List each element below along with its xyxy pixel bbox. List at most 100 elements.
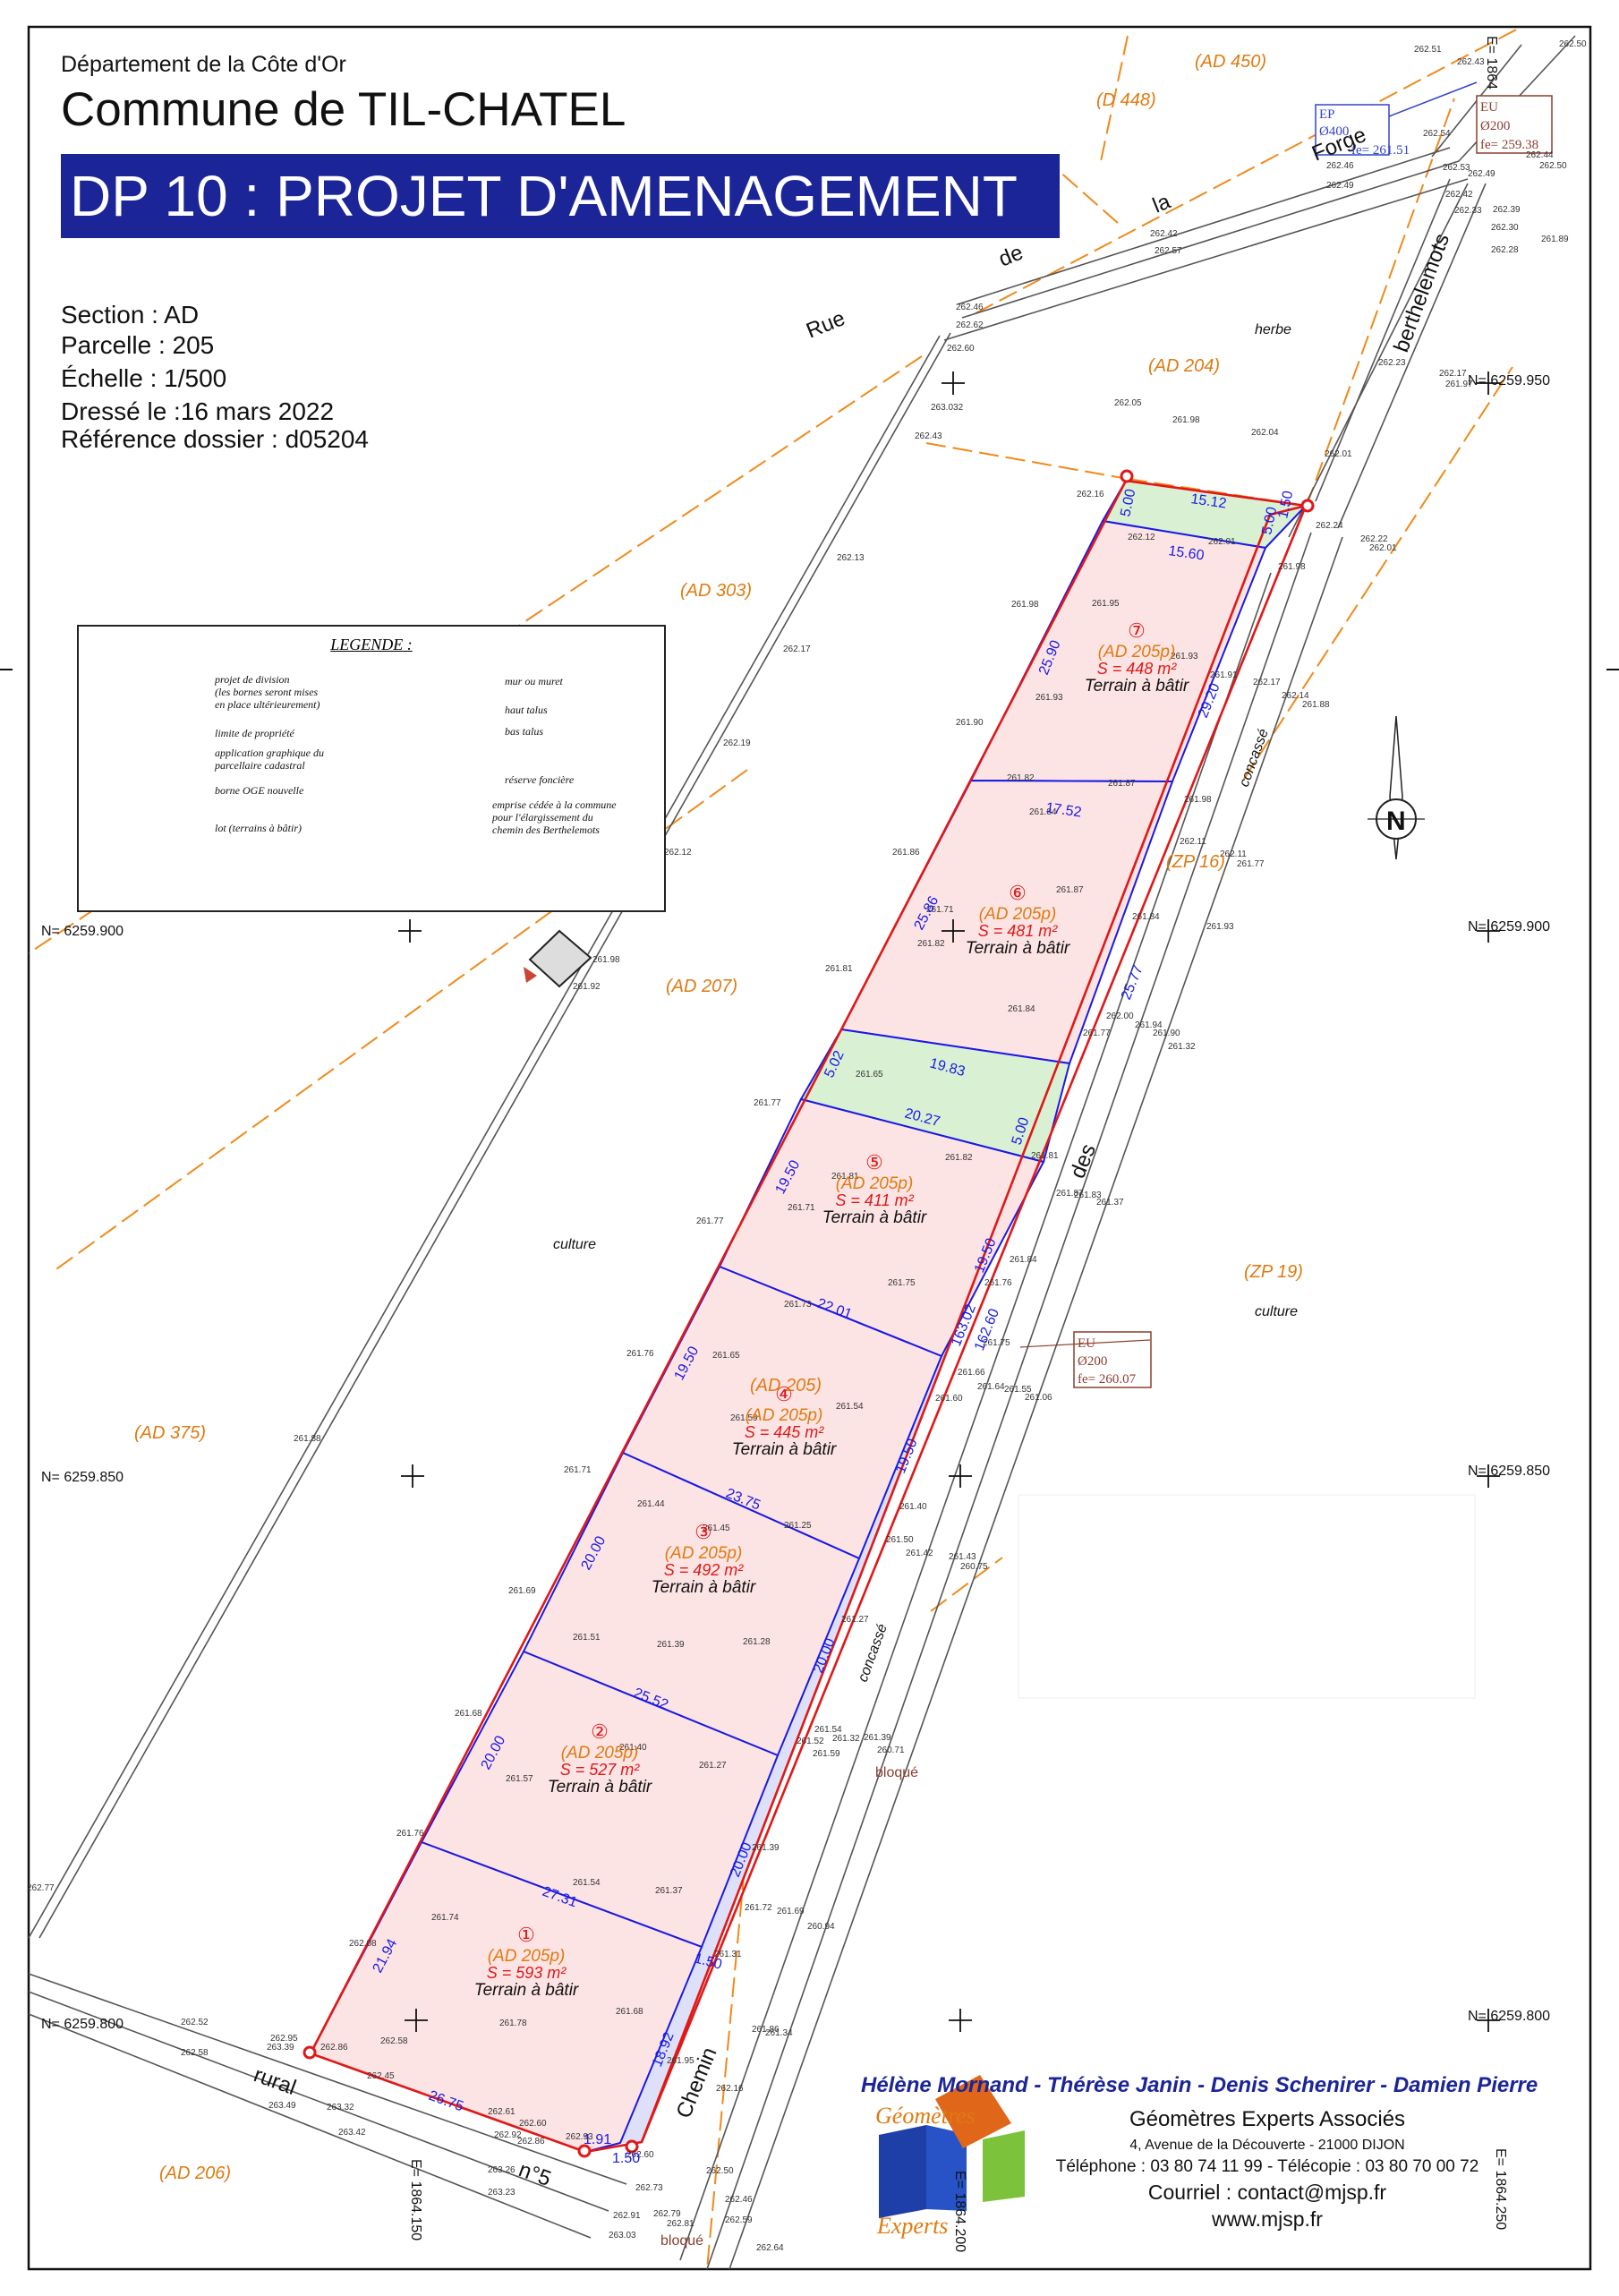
legend-text: en place ultérieurement) <box>215 698 320 711</box>
lot-label: Terrain à bâtir <box>652 1578 756 1597</box>
spot-height: 261.68 <box>616 2007 643 2017</box>
department-label: Département de la Côte d'Or <box>61 52 346 77</box>
spot-height: 261.66 <box>958 1368 985 1378</box>
spot-height: 262.46 <box>725 2195 753 2205</box>
spot-height: 262.62 <box>956 320 984 330</box>
network-label: EU <box>1480 100 1498 115</box>
legend-borne: borne OGE nouvelle <box>215 784 304 797</box>
spot-height: 262.19 <box>723 738 751 748</box>
spot-height: 261.78 <box>499 2019 527 2028</box>
spot-height: 261.74 <box>431 1913 459 1923</box>
spot-height: 262.30 <box>1491 223 1519 233</box>
lot-reference: (AD 205p) <box>746 1406 823 1425</box>
parcel-label: (AD 206) <box>159 2164 231 2183</box>
parcel-label: (AD 207) <box>666 977 737 996</box>
spot-height: 261.81 <box>1031 1151 1059 1161</box>
spot-height: 261.64 <box>977 1382 1005 1392</box>
spot-height: 261.94 <box>1135 1020 1163 1030</box>
spot-height: 261.88 <box>294 1434 321 1444</box>
commune-title: Commune de TIL-CHATEL <box>61 83 626 136</box>
parcel-label: (AD 375) <box>134 1423 206 1443</box>
spot-height: 261.91 <box>1210 670 1238 680</box>
lot-number: ⑦ <box>1128 619 1146 642</box>
spot-height: 262.93 <box>566 2132 593 2142</box>
spot-height: 261.55 <box>1004 1385 1032 1395</box>
lot-label: Terrain à bâtir <box>1085 677 1189 696</box>
spot-height: 261.71 <box>788 1203 815 1213</box>
spot-height: 262.50 <box>1559 39 1587 49</box>
legend-cadastral: application graphique du parcellaire cad… <box>215 747 324 772</box>
spot-height: 261.54 <box>836 1402 864 1412</box>
spot-height: 261.87 <box>1108 779 1136 789</box>
spot-height: 261.98 <box>1278 562 1306 572</box>
lot-number: ② <box>591 1720 609 1743</box>
grid-coordinate: E= 1864 <box>1484 36 1499 90</box>
spot-height: 262.54 <box>1423 129 1451 139</box>
spot-height: 263.032 <box>931 403 964 413</box>
spot-height: 260.71 <box>877 1745 905 1755</box>
spot-height: 261.98 <box>1184 795 1212 805</box>
ep-box <box>1315 104 1390 156</box>
spot-height: 261.65 <box>712 1351 740 1361</box>
section-label: Section : AD <box>61 301 200 329</box>
network-line <box>1019 1339 1151 1348</box>
spot-height: 262.04 <box>1251 428 1279 438</box>
grid-coordinate: E= 1864.200 <box>952 2171 967 2252</box>
lot-number: ⑥ <box>1009 882 1027 904</box>
spot-height: 262.86 <box>320 2043 348 2053</box>
spot-height: 261.82 <box>945 1153 973 1163</box>
lot-label: Terrain à bâtir <box>822 1208 927 1227</box>
spot-height: 262.45 <box>367 2071 395 2081</box>
spot-height: 261.39 <box>752 1843 780 1853</box>
firm-email[interactable]: Courriel : contact@mjsp.fr <box>1147 2181 1387 2204</box>
spot-height: 262.64 <box>756 2243 784 2253</box>
grid-coordinate: E= 1864.150 <box>408 2159 423 2241</box>
spot-height: 262.12 <box>1128 533 1155 542</box>
wall-arrow <box>524 967 537 983</box>
spot-height: 262.60 <box>947 344 975 354</box>
spot-height: 261.90 <box>956 718 984 728</box>
terrain-note: culture <box>553 1237 596 1252</box>
spot-height: 262.17 <box>783 644 811 654</box>
spot-height: 261.75 <box>888 1278 916 1288</box>
spot-height: 261.95 <box>667 2056 694 2066</box>
grid-coordinate: N= 6259.900 <box>41 924 124 939</box>
spot-height: 261.90 <box>1153 1029 1180 1038</box>
spot-height: 262.43 <box>1457 57 1485 67</box>
road-lines <box>28 35 1576 2270</box>
spot-height: 261.39 <box>864 1733 891 1743</box>
spot-height: 262.43 <box>915 431 942 441</box>
lot-number: ① <box>517 1924 535 1946</box>
spot-height: 261.84 <box>1132 912 1160 922</box>
spot-height: 261.60 <box>935 1394 963 1404</box>
spot-height: 261.37 <box>1096 1198 1124 1208</box>
firm-website[interactable]: www.mjsp.fr <box>1212 2207 1323 2231</box>
grid-coordinate: N= 6259.900 <box>1468 919 1550 935</box>
logo-text: Experts <box>876 2213 948 2239</box>
lot-area: S = 481 m² <box>978 922 1059 940</box>
spot-height: 262.60 <box>519 2119 547 2129</box>
spot-height: 262.44 <box>1526 150 1554 160</box>
spot-height: 261.98 <box>1172 415 1200 425</box>
spot-height: 261.88 <box>1302 700 1330 710</box>
spot-height: 261.44 <box>637 1499 665 1509</box>
firm-name: Géomètres Experts Associés <box>1129 2107 1406 2131</box>
spot-height: 262.92 <box>494 2130 522 2140</box>
dimension-label: 5.00 <box>1259 506 1280 536</box>
spot-height: 262.13 <box>837 553 865 563</box>
spot-height: 261.42 <box>906 1549 933 1558</box>
spot-height: 262.51 <box>1414 45 1442 55</box>
spot-height: 263.42 <box>338 2128 366 2138</box>
grid-coordinate: N= 6259.950 <box>1468 373 1550 388</box>
spot-height: 262.16 <box>1077 490 1104 499</box>
legend-lot: lot (terrains à bâtir) <box>215 822 302 834</box>
spot-height: 262.42 <box>1150 229 1178 239</box>
spot-height: 262.50 <box>706 2166 734 2176</box>
spot-height: 262.42 <box>1445 190 1473 200</box>
spot-height: 261.73 <box>784 1300 812 1310</box>
spot-height: 261.27 <box>699 1761 727 1771</box>
spot-height: 260.94 <box>807 1922 835 1932</box>
spot-height: 261.34 <box>765 2028 793 2038</box>
spot-height: 261.76 <box>396 1829 424 1839</box>
parcel-label: (ZP 16) <box>1166 852 1225 872</box>
